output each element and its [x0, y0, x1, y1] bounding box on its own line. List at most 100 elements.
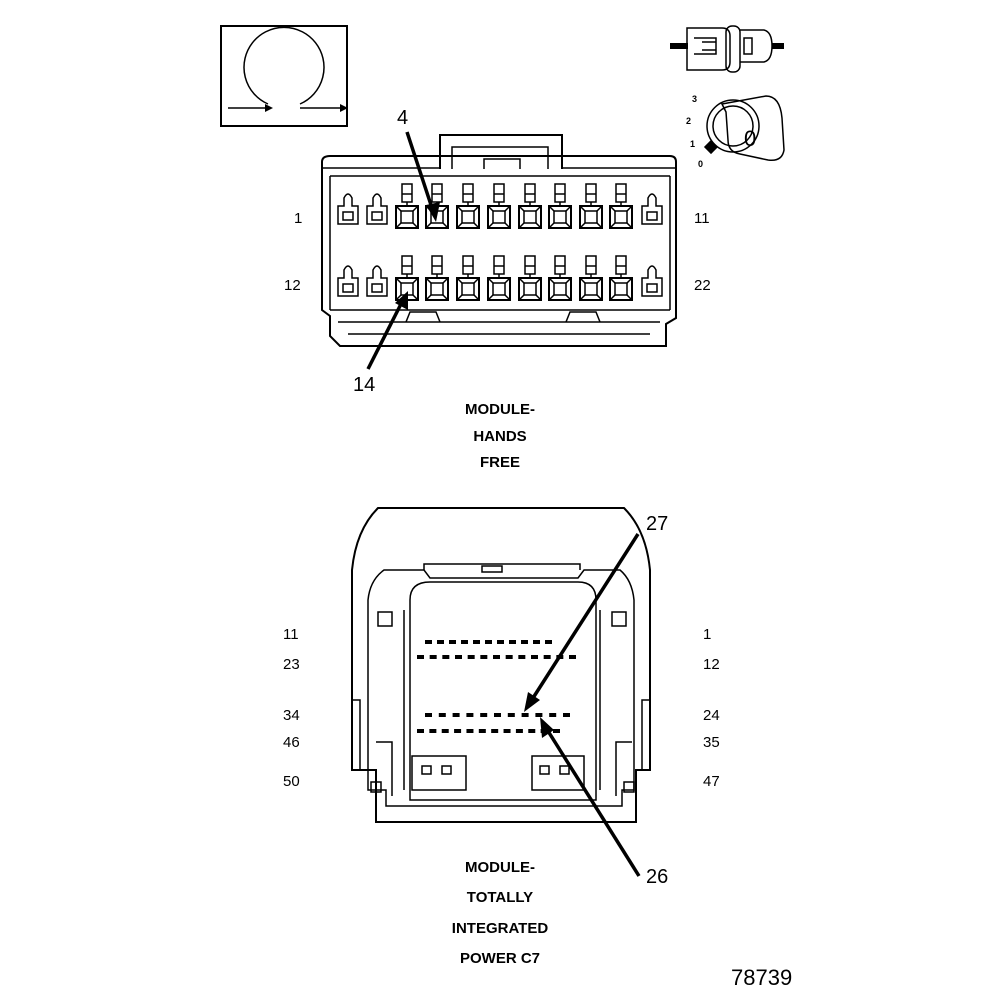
tipm-pin — [449, 640, 456, 644]
tipm-pin — [521, 640, 528, 644]
tipm-pin-label-12: 12 — [703, 656, 720, 673]
hf-pin-label-22: 22 — [694, 277, 711, 294]
tipm-pin — [553, 729, 560, 733]
tipm-pin — [467, 655, 475, 659]
tipm-connector — [351, 507, 651, 823]
tipm-pin — [417, 655, 424, 659]
hf-pin-label-1: 1 — [294, 210, 302, 227]
tipm-pin — [454, 729, 462, 733]
tipm-pin-label-50: 50 — [283, 773, 300, 790]
tipm-pin — [497, 640, 504, 644]
hf-cavity — [337, 193, 359, 225]
tipm-pin — [563, 713, 570, 717]
hf-cavity — [518, 183, 542, 229]
tipm-pin — [466, 729, 474, 733]
tipm-pin — [518, 655, 526, 659]
tipm-title-line-3: INTEGRATED — [452, 920, 549, 937]
tipm-title-line-2: TOTALLY — [467, 889, 533, 906]
tipm-power-pin — [421, 765, 432, 775]
tipm-pin-label-11: 11 — [283, 626, 299, 643]
hf-cavity — [548, 183, 572, 229]
hf-title-line-2: HANDS — [473, 428, 526, 445]
hf-cavity — [395, 183, 419, 229]
tipm-pin — [438, 713, 446, 717]
tipm-pin — [429, 655, 437, 659]
hf-cavity — [487, 183, 511, 229]
tipm-pin — [505, 655, 513, 659]
tipm-pin-label-34: 34 — [283, 707, 300, 724]
tipm-pin-label-35: 35 — [703, 734, 720, 751]
tipm-pin — [455, 655, 462, 659]
tipm-title-line-1: MODULE- — [465, 859, 535, 876]
tipm-pin — [569, 655, 576, 659]
tipm-pin — [478, 729, 486, 733]
ignition-pos-2: 2 — [686, 116, 691, 126]
tipm-pin-label-1: 1 — [703, 626, 711, 643]
tipm-pin — [425, 713, 432, 717]
tipm-pin-label-46: 46 — [283, 734, 300, 751]
hf-title-line-1: MODULE- — [465, 401, 535, 418]
circular-arrow-view-icon — [220, 25, 348, 127]
tipm-pin — [531, 655, 538, 659]
hf-callout-14-label: 14 — [353, 374, 375, 396]
tipm-pin — [441, 729, 449, 733]
tipm-callout-27-label: 27 — [646, 513, 668, 535]
hf-callout-4-arrow — [405, 131, 440, 222]
hf-title-line-3: FREE — [480, 454, 520, 471]
hf-cavity — [337, 265, 359, 297]
hf-cavity — [641, 265, 663, 297]
hf-cavity — [609, 183, 633, 229]
tipm-callout-26-arrow — [540, 717, 641, 877]
tipm-pin — [473, 640, 480, 644]
tipm-pin — [485, 640, 492, 644]
ignition-pos-0: 0 — [698, 159, 703, 169]
tipm-pin — [480, 655, 488, 659]
tipm-pin — [507, 713, 515, 717]
tipm-pin — [480, 713, 488, 717]
tipm-pin-label-24: 24 — [703, 707, 720, 724]
hf-cavity — [366, 265, 388, 297]
hf-cavity — [548, 255, 572, 301]
hf-pin-label-12: 12 — [284, 277, 301, 294]
hf-cavity — [456, 255, 480, 301]
tipm-pin — [466, 713, 474, 717]
hands-free-connector — [321, 134, 677, 347]
tipm-pin — [521, 713, 529, 717]
hf-cavity — [579, 183, 603, 229]
hf-cavity — [609, 255, 633, 301]
hf-callout-4-label: 4 — [397, 107, 408, 129]
tipm-pin — [545, 640, 552, 644]
tipm-power-pin — [539, 765, 550, 775]
hf-callout-14-arrow — [366, 291, 408, 370]
tipm-power-pin — [559, 765, 570, 775]
tipm-callout-27-arrow — [524, 533, 640, 712]
ignition-pos-3: 3 — [692, 94, 697, 104]
connector-side-view-icon — [670, 25, 784, 73]
tipm-pin — [429, 729, 437, 733]
tipm-pin — [452, 713, 460, 717]
ignition-pos-1: 1 — [690, 139, 695, 149]
tipm-callout-26-label: 26 — [646, 866, 668, 888]
tipm-pin — [543, 655, 551, 659]
figure-number: 78739 — [731, 965, 792, 990]
tipm-pin — [493, 655, 500, 659]
tipm-pin — [533, 640, 540, 644]
tipm-pin — [503, 729, 511, 733]
ignition-key-label: 0 — [744, 126, 756, 151]
tipm-pin — [425, 640, 432, 644]
tipm-pin-label-23: 23 — [283, 656, 300, 673]
hf-cavity — [579, 255, 603, 301]
tipm-power-pin — [441, 765, 452, 775]
hf-cavity — [425, 255, 449, 301]
tipm-pin — [491, 729, 499, 733]
tipm-pin-label-47: 47 — [703, 773, 720, 790]
tipm-pin — [442, 655, 450, 659]
tipm-pin — [509, 640, 516, 644]
tipm-pin — [528, 729, 536, 733]
tipm-pin — [461, 640, 468, 644]
tipm-pin — [549, 713, 557, 717]
hf-pin-label-11: 11 — [694, 210, 710, 227]
tipm-pin — [417, 729, 424, 733]
hf-cavity — [518, 255, 542, 301]
